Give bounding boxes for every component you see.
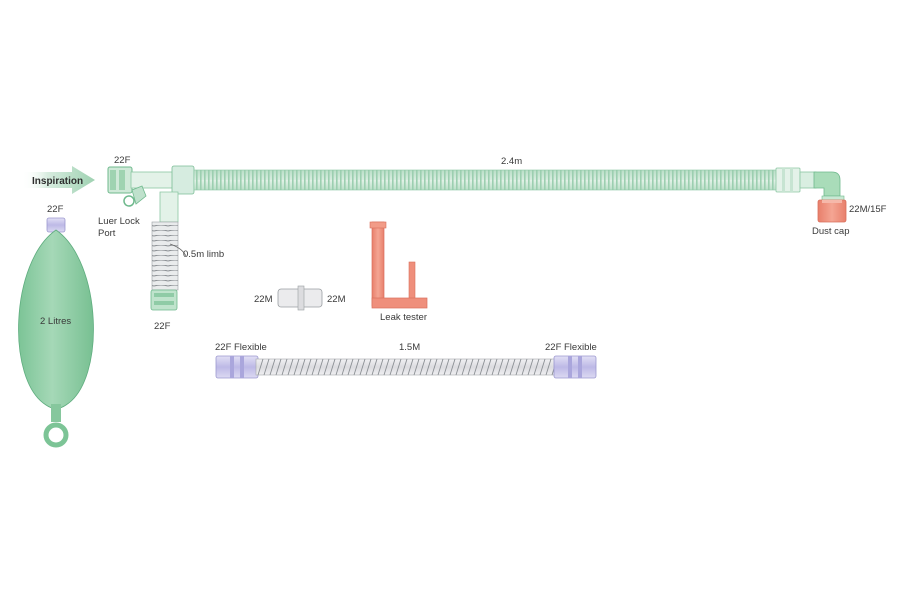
flex-length-label: 1.5M [399, 342, 420, 353]
dust-cap: Dust cap [812, 199, 850, 237]
inspiration-label: Inspiration [32, 176, 83, 187]
reservoir-bag: 22F 2 Litres [18, 204, 94, 448]
flexible-extension: 22F Flexible 1.5M 22F Flexible [215, 342, 597, 379]
leak-tester-label: Leak tester [380, 312, 427, 323]
bag-neck-label: 22F [47, 204, 64, 215]
inlet-size-label: 22F [114, 155, 131, 166]
bag-volume-label: 2 Litres [40, 316, 71, 327]
elbow-size-label: 22M/15F [849, 204, 887, 215]
limb-length-label: 0.5m limb [183, 249, 224, 260]
dust-cap-label: Dust cap [812, 226, 850, 237]
limb-tube: 0.5m limb 22F [150, 191, 224, 332]
arrow-right-icon [22, 166, 95, 194]
main-length-label: 2.4m [501, 156, 522, 167]
inlet-connector: 22F [107, 155, 195, 195]
main-tube: 2.4m [193, 156, 779, 191]
flex-right-label: 22F Flexible [545, 342, 597, 353]
inspiration-arrow: Inspiration [22, 166, 95, 194]
coupler-left-label: 22M [254, 294, 273, 305]
coupler-right-label: 22M [327, 294, 346, 305]
limb-end-label: 22F [154, 321, 171, 332]
leak-tester: Leak tester [369, 221, 428, 323]
main-tube-cuff [775, 167, 817, 193]
coupler: 22M 22M [254, 285, 346, 311]
luer-lock-port: Luer Lock Port [98, 185, 147, 239]
flex-left-label: 22F Flexible [215, 342, 267, 353]
elbow-connector: 22M/15F [813, 171, 887, 215]
port-label: Port [98, 228, 116, 239]
luer-lock-label: Luer Lock [98, 216, 140, 227]
